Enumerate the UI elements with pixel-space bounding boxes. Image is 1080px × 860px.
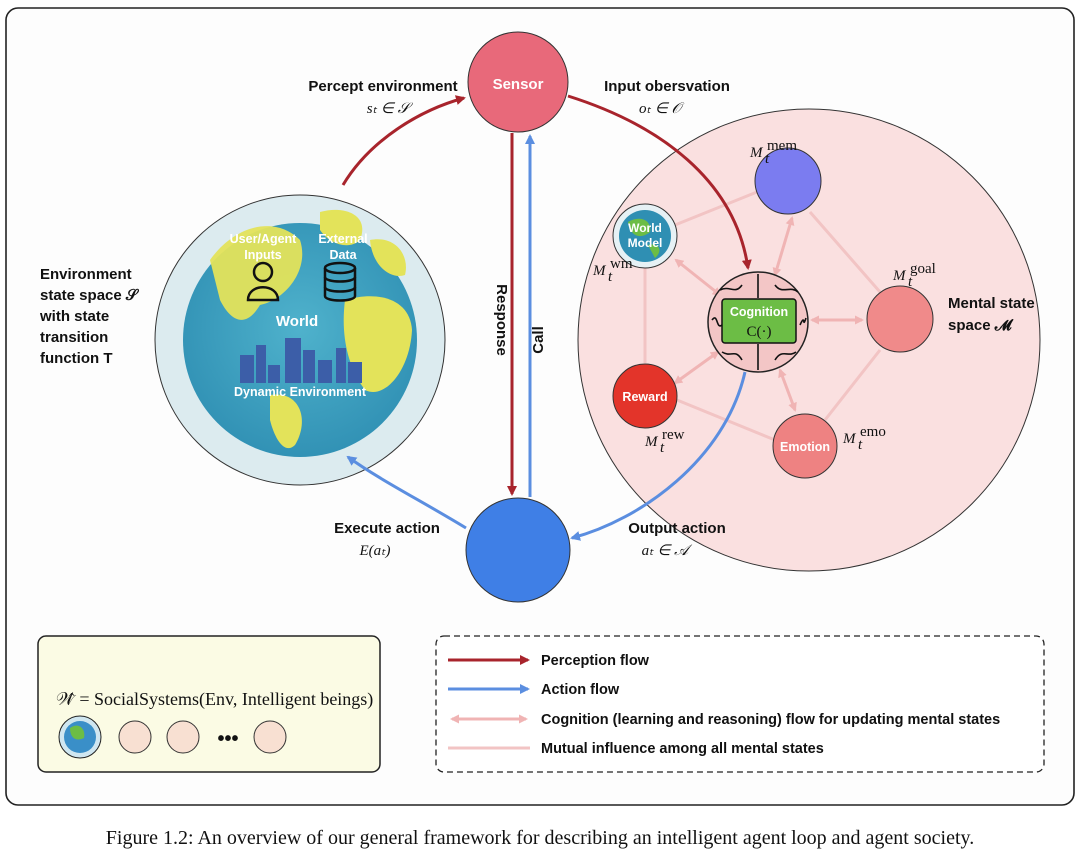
percept-environment-label: Percept environment (308, 78, 457, 95)
svg-text:t: t (608, 269, 613, 285)
svg-text:mem: mem (767, 138, 797, 154)
goal-node (866, 285, 934, 353)
svg-text:M: M (892, 268, 907, 284)
output-action-label: Output action (628, 520, 726, 537)
actuator-node (465, 497, 571, 603)
external-data-label: External (318, 232, 367, 246)
being-circle (253, 720, 287, 754)
svg-text:t: t (660, 440, 665, 456)
input-observation-arrow (567, 94, 752, 270)
legend-action: Action flow (541, 682, 620, 698)
being-circle (118, 720, 152, 754)
mental-space-label-2: space 𝓜 (948, 317, 1014, 334)
user-inputs-label-2: Inputs (244, 248, 282, 262)
emotion-node (772, 413, 838, 479)
database-icon (323, 261, 357, 302)
svg-text:transition: transition (40, 329, 108, 346)
city-skyline-icon (240, 338, 362, 383)
cognition-label: Cognition (730, 305, 788, 319)
user-inputs-label: User/Agent (230, 232, 298, 246)
emotion-label: Emotion (780, 440, 830, 454)
memory-node (754, 147, 822, 215)
svg-text:World: World (628, 221, 662, 235)
output-math: aₜ ∈ 𝒜 (642, 543, 693, 559)
svg-text:rew: rew (662, 427, 685, 443)
svg-text:wm: wm (610, 256, 633, 272)
svg-text:Environment: Environment (40, 266, 132, 283)
legend-cognition: Cognition (learning and reasoning) flow … (541, 712, 1000, 728)
mental-state-space (577, 108, 1041, 572)
agent-society-box: 𝒲̂ = SocialSystems(Env, Intelligent bein… (37, 635, 381, 773)
ellipsis: ••• (217, 728, 238, 750)
dynamic-environment-label: Dynamic Environment (234, 385, 367, 399)
environment-state-space-label: Environment state space 𝒮 with state tra… (39, 266, 140, 367)
percept-math: sₜ ∈ 𝒮 (367, 101, 414, 117)
society-formula: 𝒲̂ = SocialSystems(Env, Intelligent bein… (56, 689, 373, 710)
sensor-node (467, 31, 569, 133)
input-math: oₜ ∈ 𝒪 (639, 101, 684, 117)
world-globe: User/Agent Inputs External Data World Dy… (154, 194, 446, 486)
external-data-label-2: Data (329, 248, 357, 262)
legend-mutual: Mutual influence among all mental states (541, 741, 824, 757)
cognition-flow-arrows (673, 216, 864, 412)
svg-text:emo: emo (860, 424, 886, 440)
reward-node (612, 363, 678, 429)
society-world-icon (58, 715, 102, 759)
svg-text:with state: with state (39, 308, 109, 325)
being-circle (166, 720, 200, 754)
execute-action-arrow (346, 455, 467, 530)
svg-text:M: M (842, 431, 857, 447)
svg-text:M: M (592, 263, 607, 279)
mental-space-label: Mental state (948, 295, 1035, 312)
input-observation-label: Input obersvation (604, 78, 730, 95)
execute-action-label: Execute action (334, 520, 440, 537)
sensor-label: Sensor (493, 76, 544, 93)
svg-text:M: M (749, 145, 764, 161)
svg-text:M: M (644, 434, 659, 450)
svg-text:t: t (765, 151, 770, 167)
response-label: Response (493, 284, 510, 356)
svg-text:state space 𝒮: state space 𝒮 (40, 287, 140, 304)
user-icon (246, 261, 280, 302)
cognition-brain-node: Cognition C(·) (707, 271, 809, 373)
reward-label: Reward (622, 390, 667, 404)
brain-icon (711, 274, 807, 370)
svg-text:goal: goal (910, 261, 936, 277)
legend: Perception flow Action flow Cognition (l… (435, 635, 1045, 773)
svg-text:Model: Model (628, 236, 663, 250)
output-action-arrow (570, 371, 747, 541)
figure-caption: Figure 1.2: An overview of our general f… (106, 827, 974, 849)
execute-math: E(aₜ) (358, 543, 390, 559)
svg-text:t: t (858, 437, 863, 453)
svg-text:t: t (908, 274, 913, 290)
world-label: World (276, 313, 318, 330)
call-label: Call (530, 326, 547, 354)
world-model-node: World Model (612, 203, 678, 269)
legend-perception: Perception flow (541, 653, 650, 669)
percept-environment-arrow (341, 95, 466, 186)
svg-text:function T: function T (40, 350, 112, 367)
cognition-function: C(·) (747, 324, 772, 340)
